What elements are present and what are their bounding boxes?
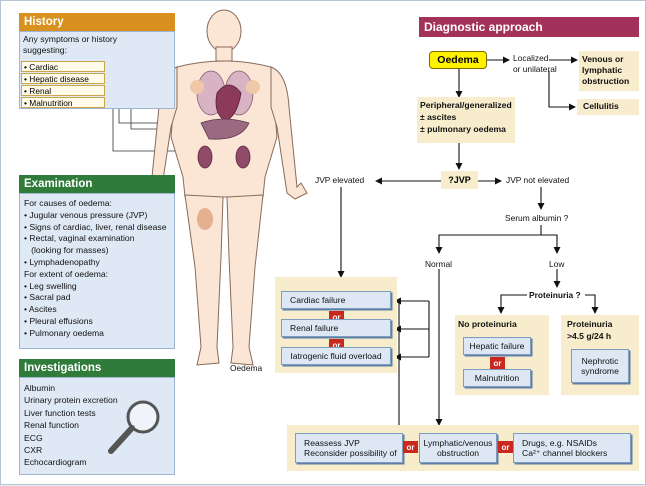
iatrogenic-box: Iatrogenic fluid overload xyxy=(281,347,391,365)
history-header: History xyxy=(19,13,175,31)
examination-line: • Ascites xyxy=(24,304,57,315)
hepatic-failure-box: Hepatic failure xyxy=(463,337,531,355)
history-item-cardiac: • Cardiac xyxy=(21,61,105,72)
proteinuria-line-2: >4.5 g/24 h xyxy=(567,331,612,341)
cellulitis-label: Cellulitis xyxy=(583,101,619,111)
reassess-line-1: Reassess JVP xyxy=(304,438,360,448)
magnifying-glass-icon xyxy=(108,400,160,454)
renal-failure-box: Renal failure xyxy=(281,319,391,337)
investigation-item: Urinary protein excretion xyxy=(24,395,118,406)
venous-line-2: lymphatic xyxy=(582,65,623,75)
jvp-elevated-label: JVP elevated xyxy=(315,175,365,185)
human-body-illustration xyxy=(142,9,308,366)
examination-line: • Pulmonary oedema xyxy=(24,327,104,338)
low-label: Low xyxy=(549,259,565,269)
examination-line: • Lymphadenopathy xyxy=(24,256,100,267)
or-badge: or xyxy=(403,441,418,453)
examination-line: For causes of oedema: xyxy=(24,198,112,208)
localized-label-2: or unilateral xyxy=(513,64,557,74)
history-item-label: Hepatic disease xyxy=(29,74,89,84)
peripheral-line-2: ± ascites xyxy=(420,112,457,122)
lymphatic-line-1: Lymphatic/venous xyxy=(423,438,493,448)
examination-line: • Pleural effusions xyxy=(24,315,93,326)
drugs-line-2: Ca²⁺ channel blockers xyxy=(522,447,608,458)
investigations-header: Investigations xyxy=(19,359,175,377)
nephrotic-line-1: Nephrotic xyxy=(581,356,619,366)
nephrotic-syndrome-box: Nephrotic syndrome xyxy=(571,349,629,383)
proteinuria-line-1: Proteinuria xyxy=(567,319,613,329)
normal-label: Normal xyxy=(425,259,452,269)
reassess-box: Reassess JVP Reconsider possibility of xyxy=(295,433,403,463)
or-badge: or xyxy=(498,441,513,453)
history-intro-1: Any symptoms or history xyxy=(23,34,118,44)
peripheral-box: Peripheral/generalized ± ascites ± pulmo… xyxy=(417,97,515,143)
venous-box: Venous or lymphatic obstruction xyxy=(579,51,639,91)
investigation-item: Liver function tests xyxy=(24,407,96,418)
reassess-line-2: Reconsider possibility of xyxy=(304,448,397,458)
examination-header: Examination xyxy=(19,175,175,193)
jvp-not-elevated-label: JVP not elevated xyxy=(506,175,570,185)
examination-line: • Jugular venous pressure (JVP) xyxy=(24,209,148,220)
venous-line-3: obstruction xyxy=(582,76,630,86)
drugs-box: Drugs, e.g. NSAIDs Ca²⁺ channel blockers xyxy=(513,433,631,463)
proteinuria-question: Proteinuria ? xyxy=(529,290,581,300)
investigation-item: Albumin xyxy=(24,383,56,393)
history-item-hepatic: • Hepatic disease xyxy=(21,73,105,84)
lymphatic-venous-box: Lymphatic/venous obstruction xyxy=(419,433,497,463)
oedema-figure-label: Oedema xyxy=(230,363,263,373)
investigation-item: Renal function xyxy=(24,420,79,431)
examination-line: • Sacral pad xyxy=(24,292,71,303)
peripheral-line-1: Peripheral/generalized xyxy=(420,100,512,110)
examination-line: (looking for masses) xyxy=(24,245,109,256)
serum-albumin-label: Serum albumin ? xyxy=(505,213,569,223)
history-item-label: Malnutrition xyxy=(29,98,73,108)
history-item-label: Cardiac xyxy=(29,62,59,72)
history-item-malnutrition: • Malnutrition xyxy=(21,97,105,108)
venous-line-1: Venous or xyxy=(582,54,624,64)
localized-label-1: Localized xyxy=(513,53,549,63)
history-item-renal: • Renal xyxy=(21,85,105,96)
drugs-line-1: Drugs, e.g. NSAIDs xyxy=(522,437,597,448)
or-badge: or xyxy=(490,357,505,369)
examination-panel: For causes of oedema:• Jugular venous pr… xyxy=(19,193,175,349)
diagnostic-header: Diagnostic approach xyxy=(419,17,639,37)
cellulitis-box: Cellulitis xyxy=(577,99,639,115)
examination-line: • Rectal, vaginal examination xyxy=(24,233,135,244)
history-item-label: Renal xyxy=(29,86,52,96)
nephrotic-line-2: syndrome xyxy=(581,366,619,376)
jvp-question-box: ?JVP xyxy=(441,171,478,189)
examination-line: For extent of oedema: xyxy=(24,268,109,279)
peripheral-line-3: ± pulmonary oedema xyxy=(420,124,506,134)
investigation-item: ECG xyxy=(24,432,43,443)
lymphatic-line-2: obstruction xyxy=(436,448,480,458)
no-proteinuria-label: No proteinuria xyxy=(458,319,517,329)
cardiac-failure-box: Cardiac failure xyxy=(281,291,391,309)
investigation-item: Echocardiogram xyxy=(24,457,87,468)
examination-line: • Signs of cardiac, liver, renal disease xyxy=(24,221,167,232)
investigation-item: CXR xyxy=(24,445,43,456)
malnutrition-box: Malnutrition xyxy=(463,369,531,387)
history-intro-2: suggesting: xyxy=(23,45,67,55)
examination-line: • Leg swelling xyxy=(24,280,77,291)
oedema-box: Oedema xyxy=(429,51,487,69)
